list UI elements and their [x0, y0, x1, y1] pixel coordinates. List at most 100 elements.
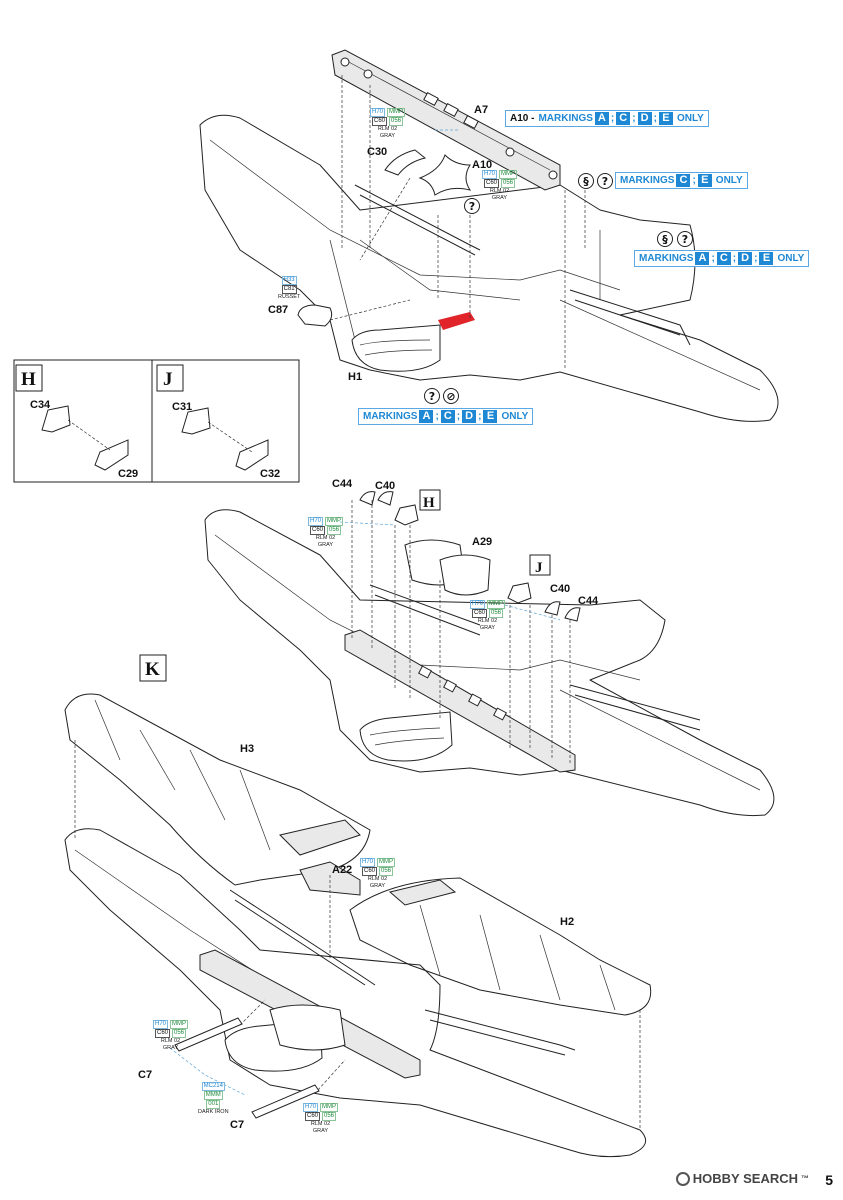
paint-name: GRAY: [379, 133, 396, 139]
marking-chip: A: [419, 410, 434, 423]
paint-code: H70: [360, 858, 376, 867]
inset-j-parts: [181, 407, 269, 471]
label-c7-left: C7: [138, 1069, 152, 1081]
paint-code: 001: [206, 1100, 221, 1109]
marking-chip: D: [738, 252, 753, 265]
drill-hole-icon: §: [657, 231, 673, 247]
marking-chip: A: [695, 252, 710, 265]
watermark-text: HOBBY SEARCH: [692, 1171, 798, 1186]
step-ref-j: J: [535, 560, 543, 576]
paint-code: C60: [361, 867, 377, 876]
marking-chip: E: [483, 410, 498, 423]
middle-wing-assembly: [204, 509, 775, 817]
paint-code: MMP: [377, 858, 396, 867]
paint-name: RLM 02: [377, 126, 398, 132]
label-c40-right: C40: [550, 583, 570, 595]
optional-question-icon: ?: [424, 388, 440, 404]
paint-code: MMP: [387, 108, 406, 117]
paint-code: C60: [309, 526, 325, 535]
label-h3: H3: [240, 743, 254, 755]
paint-name: GRAY: [317, 542, 334, 548]
paint-name: RLM 02: [310, 1121, 331, 1127]
paint-name: RLM 02: [489, 188, 510, 194]
marking-chip: C: [440, 410, 455, 423]
marking-chip: A: [594, 112, 609, 125]
watermark-logo-icon: [675, 1171, 690, 1186]
paint-code: C81: [281, 285, 297, 294]
banner-label: MARKINGS: [363, 411, 418, 422]
optional-question-icon: ?: [597, 173, 613, 189]
banner-a10-markings: A10 - MARKINGS A; C; D; E ONLY: [505, 110, 709, 127]
paint-code: MMM: [203, 1091, 223, 1100]
inset-letter-j: J: [163, 369, 173, 390]
paint-name: GRAY: [369, 883, 386, 889]
marking-chip: E: [658, 112, 673, 125]
label-c44-right: C44: [578, 595, 599, 607]
paint-code: H70: [470, 600, 486, 609]
inset-letter-h: H: [21, 369, 36, 390]
do-not-use-icon: ⊘: [443, 388, 459, 404]
watermark: HOBBY SEARCH ™: [675, 1171, 809, 1186]
paint-code: H70: [303, 1103, 319, 1112]
banner-ce-markings: MARKINGS C; E ONLY: [615, 172, 748, 189]
banner-suffix: ONLY: [676, 113, 704, 124]
paint-code: H70: [308, 517, 324, 526]
banner-suffix: ONLY: [777, 253, 805, 264]
paint-name: GRAY: [491, 195, 508, 201]
label-a22: A22: [332, 864, 352, 876]
part-c30: [384, 149, 427, 176]
label-h1: H1: [348, 371, 362, 383]
label-a7: A7: [474, 104, 488, 116]
middle-small-parts: [359, 491, 581, 622]
watermark-tm: ™: [801, 1174, 809, 1183]
label-c31: C31: [172, 401, 192, 413]
paint-code: 056: [322, 1112, 337, 1121]
marking-chip: E: [759, 252, 774, 265]
paint-code: 056: [489, 609, 504, 618]
upper-wing-half-h2: [349, 877, 652, 1016]
paint-name: RLM 02: [367, 876, 388, 882]
paint-code: MMP: [499, 170, 518, 179]
label-c30: C30: [367, 146, 387, 158]
paint-callout-russet: H33 C81 RUSSET: [278, 276, 300, 301]
paint-code: MC214: [201, 1082, 225, 1091]
banner-suffix: ONLY: [501, 411, 529, 422]
paint-code: 056: [389, 117, 404, 126]
paint-name: RLM 02: [477, 618, 498, 624]
section-letter-k: K: [145, 659, 160, 680]
paint-name: DARK IRON: [198, 1109, 229, 1115]
paint-code: H33: [281, 276, 297, 285]
label-c7-bottom: C7: [230, 1119, 244, 1131]
paint-name: RLM 02: [160, 1038, 181, 1044]
paint-code: C60: [483, 179, 499, 188]
banner-prefix: A10 -: [510, 113, 535, 124]
marking-chip: D: [462, 410, 477, 423]
paint-name: RLM 02: [315, 535, 336, 541]
lower-wing-assembly: [64, 828, 647, 1158]
banner-acde-markings-right: MARKINGS A; C; D; E ONLY: [634, 250, 810, 267]
label-a29: A29: [472, 536, 492, 548]
guns-c7: [174, 1017, 320, 1119]
label-c87: C87: [268, 304, 288, 316]
part-c87: [297, 304, 333, 327]
banner-label: MARKINGS: [620, 175, 675, 186]
paint-code: H70: [482, 170, 498, 179]
paint-name: GRAY: [312, 1128, 329, 1134]
upper-wing-half-h3: [64, 693, 371, 886]
drill-hole-icon: §: [578, 173, 594, 189]
marking-chip: D: [637, 112, 652, 125]
paint-code: MMP: [170, 1020, 189, 1029]
label-c32: C32: [260, 468, 280, 480]
marking-chip: C: [616, 112, 631, 125]
paint-code: C60: [304, 1112, 320, 1121]
paint-code: 056: [379, 867, 394, 876]
paint-code: C60: [154, 1029, 170, 1038]
paint-code: 056: [327, 526, 342, 535]
paint-code: MMP: [487, 600, 506, 609]
label-h2: H2: [560, 916, 574, 928]
